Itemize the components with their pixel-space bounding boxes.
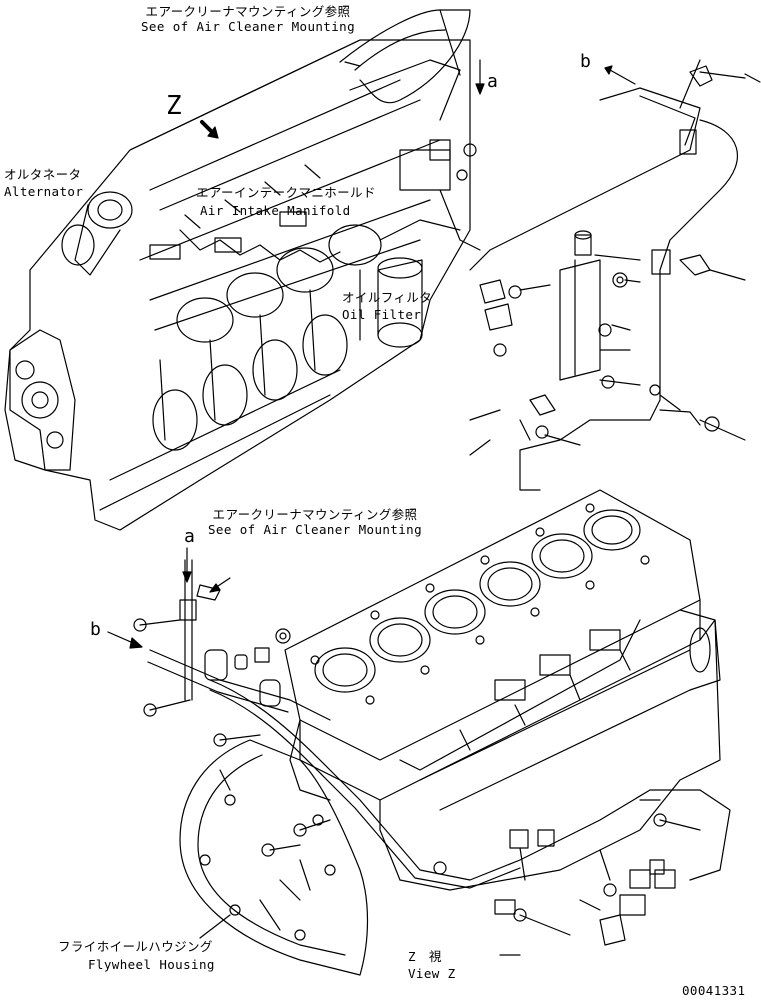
drawing-number: 00041331 (682, 983, 746, 998)
lower-tube-harness (133, 559, 731, 946)
flywheel-housing-label-jp: フライホイールハウジング (58, 939, 213, 954)
reference-a-mid: a (184, 526, 196, 547)
lower-engine-block (179, 489, 721, 976)
view-z-marker: Z (166, 91, 183, 121)
reference-b-mid: b (90, 619, 102, 640)
lower-reference-arrows (107, 547, 521, 956)
view-z-label-jp: Z 視 (408, 949, 442, 964)
alternator-label-jp: オルタネータ (4, 167, 82, 182)
intake-manifold-label-en: Air Intake Manifold (200, 203, 351, 218)
oil-filter-label-en: Oil Filter (342, 307, 422, 322)
oil-filter-label-jp: オイルフィルタ (342, 290, 433, 305)
intake-manifold-label-jp: エアーインテークマニホールド (196, 185, 376, 200)
reference-a-top: a (487, 71, 499, 92)
air-cleaner-ref-top-en: See of Air Cleaner Mounting (141, 19, 355, 34)
reference-b-top: b (580, 51, 592, 72)
flywheel-housing-label-en: Flywheel Housing (88, 957, 215, 972)
air-cleaner-ref-mid-en: See of Air Cleaner Mounting (208, 522, 422, 537)
air-cleaner-ref-top-jp: エアークリーナマウンティング参照 (145, 4, 351, 19)
upper-engine-block (4, 9, 481, 531)
air-cleaner-ref-mid-jp: エアークリーナマウンティング参照 (212, 507, 418, 522)
upper-tube-harness (469, 59, 761, 491)
alternator-label-en: Alternator (4, 184, 84, 199)
upper-reference-arrows (200, 59, 636, 139)
view-z-label-en: View Z (408, 966, 456, 981)
